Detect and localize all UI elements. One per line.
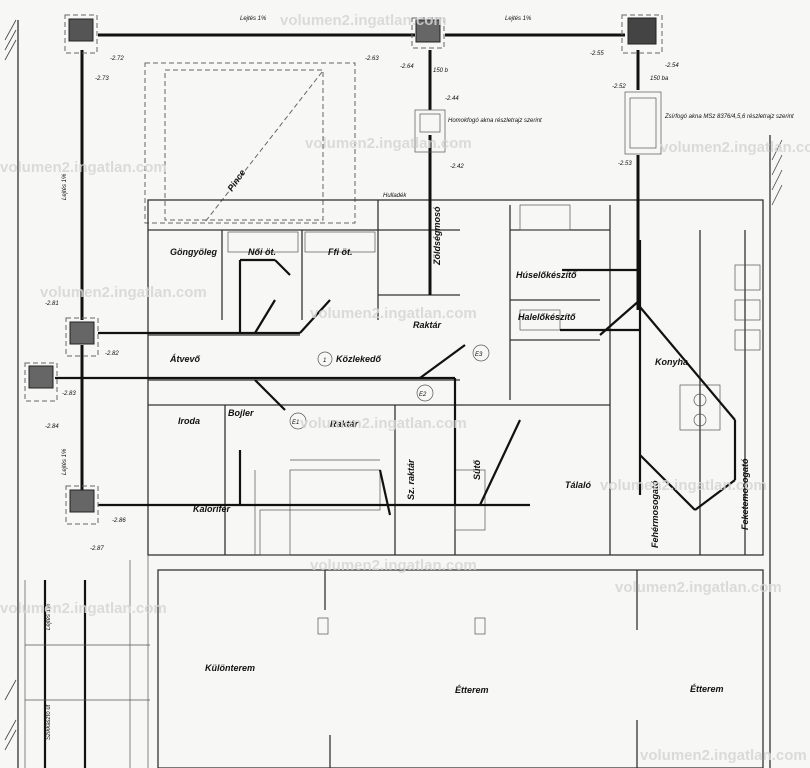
watermark: volumen2.ingatlan.com (640, 747, 807, 764)
elevation: -2.86 (112, 518, 126, 524)
annotations: Homokfogó akna részletrajz szerint Zsírf… (45, 16, 794, 740)
watermark: volumen2.ingatlan.com (0, 159, 167, 176)
room-raktar-1: Raktár (413, 320, 442, 330)
room-talalo: Tálaló (565, 480, 592, 490)
elevation: -2.52 (612, 84, 626, 90)
note-homokfogo: Homokfogó akna részletrajz szerint (448, 118, 542, 124)
elevation: -2.44 (445, 96, 459, 102)
pince-zone (144, 62, 356, 224)
watermark: volumen2.ingatlan.com (40, 284, 207, 301)
markers: E1 E2 E3 1 (289, 344, 490, 430)
note-lejtes-v1: Lejtés 1% (62, 173, 68, 200)
elevation: -2.64 (400, 64, 414, 70)
room-hulladek: Hulladék (383, 193, 407, 199)
hatched-wall-left (4, 19, 19, 768)
elevation: -2.63 (365, 56, 379, 62)
note-lejtes-v3: Lejtés 1% (46, 603, 52, 630)
note-lejtes-2: Lejtés 1% (505, 16, 532, 22)
watermark: volumen2.ingatlan.com (615, 579, 782, 596)
elevation: -2.73 (95, 76, 109, 82)
dining-area-walls (157, 569, 764, 768)
watermark: volumen2.ingatlan.com (280, 12, 447, 29)
elevation: -2.55 (590, 51, 604, 57)
sewer-pipes (55, 33, 737, 516)
elevation: -2.83 (62, 391, 76, 397)
room-etterem-2: Étterem (690, 684, 724, 694)
room-feketemosogato: Feketemosogató (740, 458, 750, 530)
manhole-top-left (64, 14, 98, 54)
pipe-size-1: 150 b (433, 68, 449, 74)
room-zoldsegmoso: Zöldségmosó (432, 206, 442, 266)
watermarks: volumen2.ingatlan.com volumen2.ingatlan.… (0, 12, 810, 764)
marker-e2: E2 (419, 392, 427, 398)
elevation: -2.84 (45, 424, 59, 430)
watermark: volumen2.ingatlan.com (660, 139, 810, 156)
room-halelokeszito: Halelőkészítő (518, 312, 576, 322)
watermark: volumen2.ingatlan.com (600, 477, 767, 494)
note-lejtes-1: Lejtés 1% (240, 16, 267, 22)
room-huselokeszito: Húselőkészítő (516, 270, 577, 280)
elevation: -2.54 (665, 63, 679, 69)
room-kalorifer: Kalorifer (193, 504, 231, 514)
room-gongyoleg: Göngyöleg (170, 247, 218, 257)
grease-trap (624, 91, 662, 155)
sand-trap (414, 109, 446, 153)
room-fehermosogato: Fehérmosogató (650, 480, 660, 548)
room-pince: Pince (225, 168, 247, 193)
room-atvevo: Átvevő (169, 354, 201, 364)
room-iroda: Iroda (178, 416, 200, 426)
manhole-left-2 (24, 362, 58, 402)
note-szikkaszto: Szikkasztó út (46, 704, 52, 740)
room-noi-wc: Női öt. (248, 247, 276, 257)
elevation: -2.82 (105, 351, 119, 357)
room-ffi-wc: Ffi öt. (328, 247, 353, 257)
manhole-top-right (621, 14, 663, 54)
room-konyha: Konyha (655, 357, 688, 367)
elevation: -2.42 (450, 164, 464, 170)
room-labels: Göngyöleg Női öt. Ffi öt. Hulladék Zölds… (169, 168, 750, 695)
elevation: -2.87 (90, 546, 104, 552)
marker-e1: E1 (292, 420, 299, 426)
room-kulonterem: Különterem (205, 663, 255, 673)
room-bojler: Bojler (228, 408, 254, 418)
manhole-left-mid (65, 317, 99, 357)
watermark: volumen2.ingatlan.com (300, 415, 467, 432)
room-raktar-2: Raktár (330, 419, 359, 429)
pipe-size-2: 150 ba (650, 76, 669, 82)
marker-e3: E3 (475, 352, 483, 358)
room-kozlekedo: Közlekedő (336, 354, 382, 364)
room-etterem-1: Étterem (455, 685, 489, 695)
watermark: volumen2.ingatlan.com (305, 135, 472, 152)
left-column-lines (24, 555, 150, 768)
manholes (24, 14, 663, 525)
marker-1: 1 (323, 358, 326, 364)
manhole-left-3 (65, 485, 99, 525)
room-szaraz-raktar: Sz. raktár (406, 459, 416, 500)
note-zsirfogo: Zsírfogó akna MSz 8376/4,5,6 részletrajz… (664, 114, 794, 120)
elevation: -2.53 (618, 161, 632, 167)
hatched-wall-right (769, 135, 783, 768)
watermark: volumen2.ingatlan.com (310, 305, 477, 322)
watermark: volumen2.ingatlan.com (0, 600, 167, 617)
room-suto: Sütő (472, 460, 482, 480)
note-lejtes-v2: Lejtés 1% (62, 448, 68, 475)
elevation: -2.72 (110, 56, 124, 62)
watermark: volumen2.ingatlan.com (310, 557, 477, 574)
manhole-top-mid (411, 17, 445, 49)
elevation: -2.81 (45, 301, 59, 307)
